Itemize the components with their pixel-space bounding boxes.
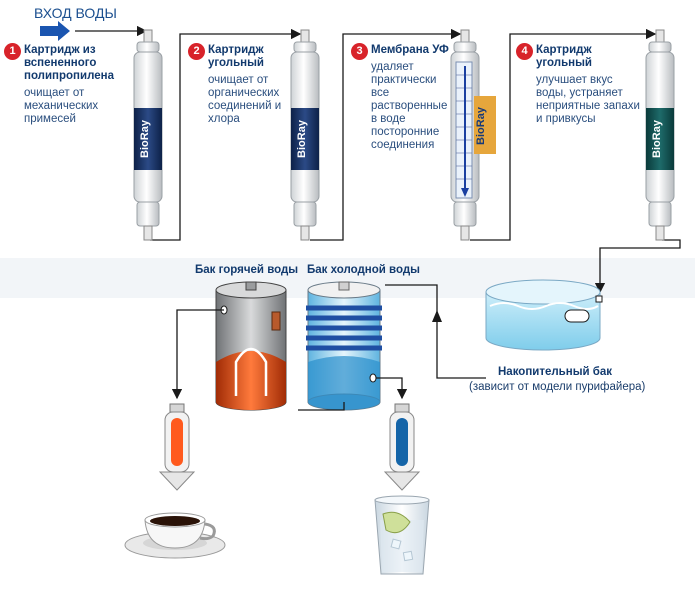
up-arrow-icon [432, 310, 442, 322]
storage-tank-label: Накопительный бак [498, 366, 613, 378]
brand-logo-4: BioRay [651, 119, 663, 158]
stage-1-title: Картридж из вспененного полипропилена [24, 44, 114, 82]
brand-logo-1: BioRay [139, 119, 151, 158]
stage-2-badge: 2 [188, 43, 205, 60]
storage-tank [485, 279, 603, 351]
cold-water-tank [306, 281, 382, 411]
cartridge-1: BioRay [133, 29, 163, 241]
stage-3-title: Мембрана УФ [371, 44, 449, 56]
coffee-cup-icon [124, 512, 226, 559]
stage-1-label: Картридж из вспененного полипропилена оч… [24, 44, 129, 126]
cartridge-4: BioRay [645, 29, 675, 241]
hot-water-tank [215, 281, 287, 411]
stage-2-desc: очищает от органических соединений и хло… [208, 74, 282, 125]
cartridge-2: BioRay [290, 29, 320, 241]
water-inlet-label: ВХОД ВОДЫ [34, 5, 117, 21]
entry-arrow-icon [40, 21, 70, 41]
stage-2-title: Картридж угольный [208, 44, 264, 69]
pipe-hot-to-tap [171, 309, 224, 400]
stage-2-label: Картридж угольный очищает от органически… [208, 44, 290, 126]
pipe-cold-to-hot [298, 402, 345, 411]
water-glass-icon [374, 495, 430, 575]
stage-3-label: Мембрана УФ удаляет практически все раст… [371, 44, 453, 152]
top-pipes [75, 25, 681, 294]
stage-4-badge: 4 [516, 43, 533, 60]
pipe-storage-to-cold [385, 284, 486, 379]
stage-1-desc: очищает от механических примесей [24, 87, 99, 125]
stage-3-desc: удаляет практически все растворенные в в… [371, 61, 448, 151]
pipe-cold-to-tap [376, 377, 408, 400]
brand-logo-3: BioRay [475, 106, 487, 145]
stage-3-badge: 3 [351, 43, 368, 60]
hot-tank-label: Бак горячей воды [195, 264, 299, 276]
stage-4-desc: улучшает вкус воды, устраняет неприятные… [536, 74, 640, 125]
stage-4-title: Картридж угольный [536, 44, 592, 69]
cold-tank-label: Бак холодной воды [307, 264, 420, 276]
hot-water-tap [158, 403, 196, 491]
brand-logo-2: BioRay [296, 119, 308, 158]
cartridge-3-membrane: BioRay [450, 29, 496, 241]
cold-water-tap [383, 403, 421, 491]
storage-tank-note: (зависит от модели пурифайера) [469, 381, 646, 393]
stage-4-label: Картридж угольный улучшает вкус воды, ус… [536, 44, 642, 126]
stage-1-badge: 1 [4, 43, 21, 60]
